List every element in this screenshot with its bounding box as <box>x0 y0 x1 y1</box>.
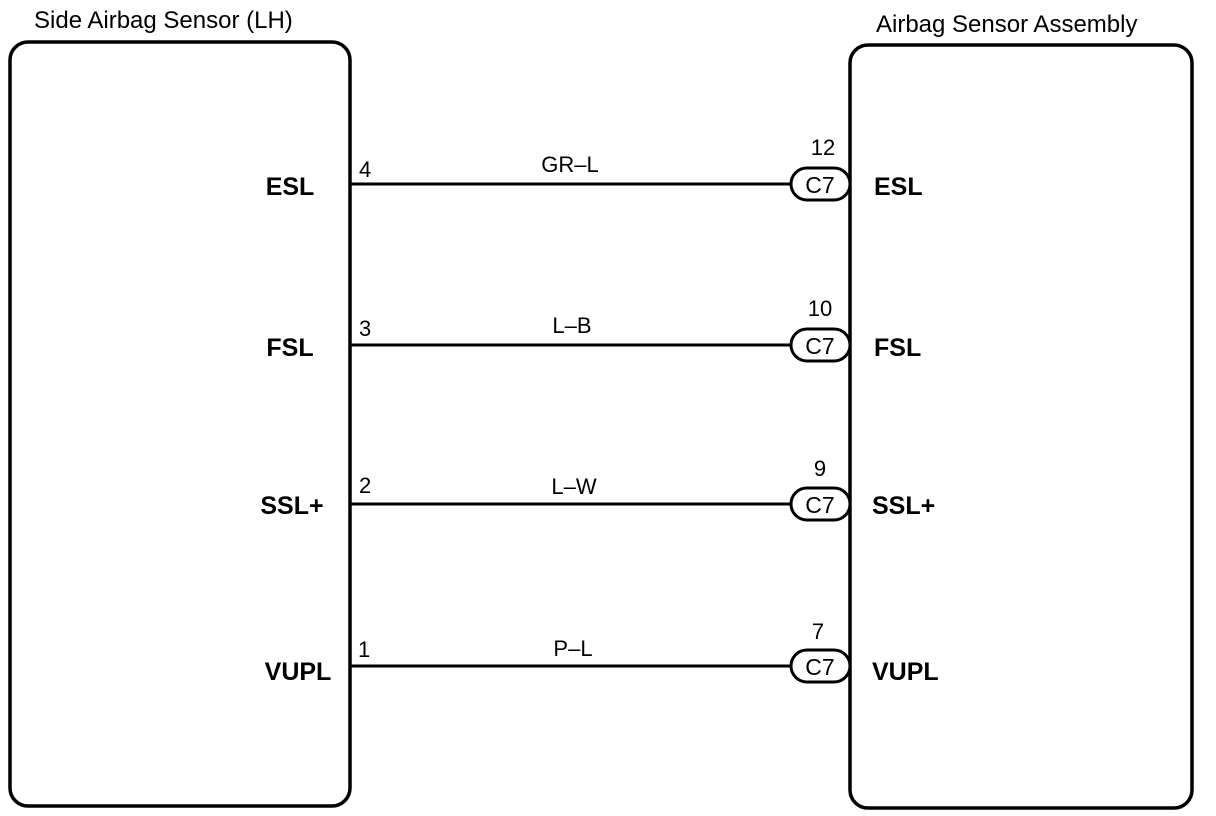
connection-row: C7 SSL+ 2 L–W 9 SSL+ <box>260 456 935 522</box>
right-component-box <box>848 43 1194 810</box>
right-component-title: Airbag Sensor Assembly <box>876 11 1137 38</box>
connector-label: C7 <box>805 492 834 518</box>
connector-label: C7 <box>805 333 834 359</box>
left-pin-number: 3 <box>359 316 371 341</box>
wire-color-label: P–L <box>553 636 592 661</box>
connection-row: C7 FSL 3 L–B 10 FSL <box>266 296 921 363</box>
left-signal-label: SSL+ <box>260 492 323 520</box>
left-pin-number: 1 <box>358 637 370 662</box>
connector-label: C7 <box>805 654 834 680</box>
connector-capsule <box>789 327 852 363</box>
left-component-box <box>8 40 352 808</box>
right-signal-label: VUPL <box>872 658 939 686</box>
connector-capsule <box>789 486 852 522</box>
right-signal-label: SSL+ <box>872 492 935 520</box>
connector-capsule <box>789 166 852 202</box>
left-pin-number: 2 <box>359 473 371 498</box>
right-signal-label: ESL <box>874 173 923 201</box>
right-pin-number: 9 <box>814 456 826 481</box>
right-signal-label: FSL <box>874 334 921 362</box>
left-signal-label: FSL <box>266 334 313 362</box>
left-component-title: Side Airbag Sensor (LH) <box>34 7 293 34</box>
right-pin-number: 7 <box>812 619 824 644</box>
connection-row: C7 VUPL 1 P–L 7 VUPL <box>265 619 939 686</box>
right-pin-number: 12 <box>811 135 835 160</box>
left-signal-label: ESL <box>266 173 315 201</box>
connector-capsule <box>789 648 852 684</box>
wire-color-label: L–W <box>551 474 596 499</box>
right-pin-number: 10 <box>808 296 832 321</box>
left-pin-number: 4 <box>359 157 371 182</box>
wire-color-label: L–B <box>552 313 591 338</box>
wire-color-label: GR–L <box>541 152 598 177</box>
left-signal-label: VUPL <box>265 658 332 686</box>
connector-label: C7 <box>805 172 834 198</box>
connection-row: C7 ESL 4 GR–L 12 ESL <box>266 135 923 202</box>
